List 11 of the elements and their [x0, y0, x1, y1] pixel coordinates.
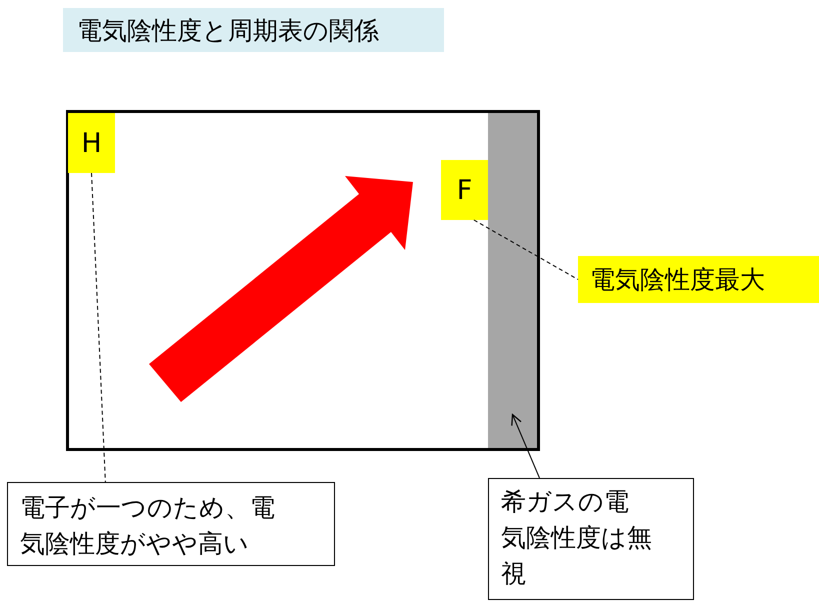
leader-line — [473, 220, 578, 280]
leader-line — [91, 172, 106, 482]
periodic-table-frame — [66, 110, 540, 451]
callout-label: 電気陰性度最大 — [578, 256, 819, 303]
note-box: 電子が一つのため、電気陰性度がやや高い — [7, 482, 335, 566]
noble-gas-band — [488, 113, 537, 448]
element-label: F — [441, 160, 488, 220]
note-box: 希ガスの電気陰性度は無視 — [488, 478, 694, 600]
element-label: H — [68, 113, 115, 173]
arrow — [511, 414, 540, 478]
title-text: 電気陰性度と周期表の関係 — [63, 8, 444, 52]
